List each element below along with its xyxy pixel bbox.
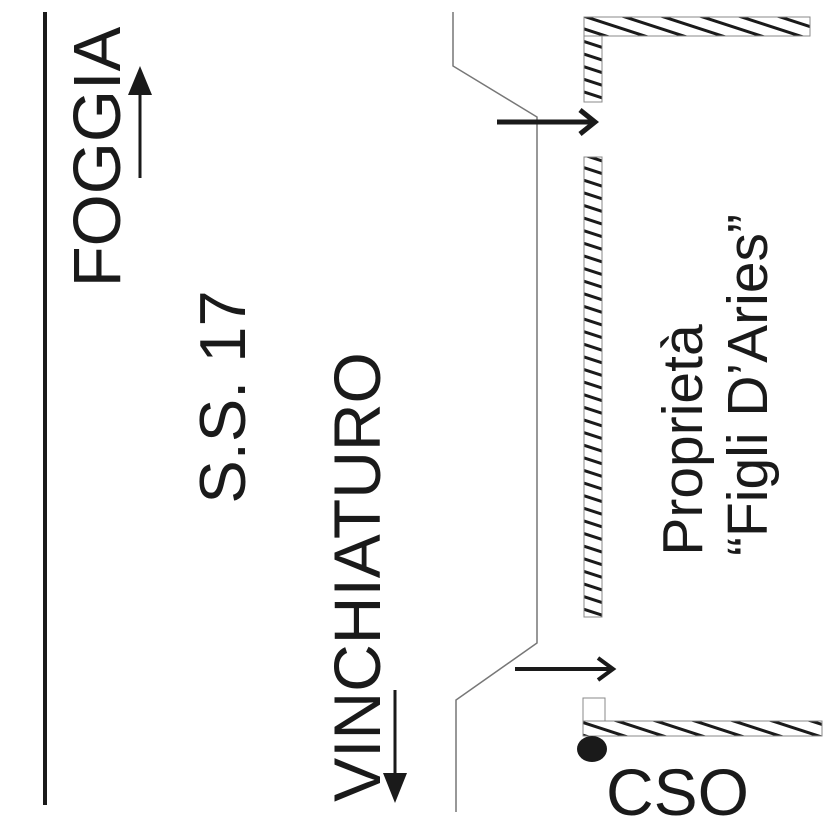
arrow-up-icon <box>128 66 152 178</box>
road-boundary-line <box>452 12 538 812</box>
label-vinchiaturo: VINCHIATURO <box>320 352 394 802</box>
label-foggia: FOGGIA <box>60 26 135 287</box>
label-property-line2: “Figli D’Aries” <box>716 214 780 556</box>
wall-top-vertical <box>583 35 603 103</box>
wall-middle <box>583 156 603 618</box>
wall-top-horizontal <box>583 16 811 37</box>
wall-bottom-horizontal <box>582 720 823 737</box>
arrow-right-icon <box>515 656 617 682</box>
filled-circle-icon <box>577 736 607 762</box>
gate-post <box>582 697 606 722</box>
label-property-line1: Proprietà <box>651 324 715 556</box>
label-road-name: S.S. 17 <box>186 290 259 503</box>
label-cso: CSO <box>606 755 749 827</box>
arrow-right-icon <box>497 108 600 136</box>
arrow-down-icon <box>383 690 407 803</box>
